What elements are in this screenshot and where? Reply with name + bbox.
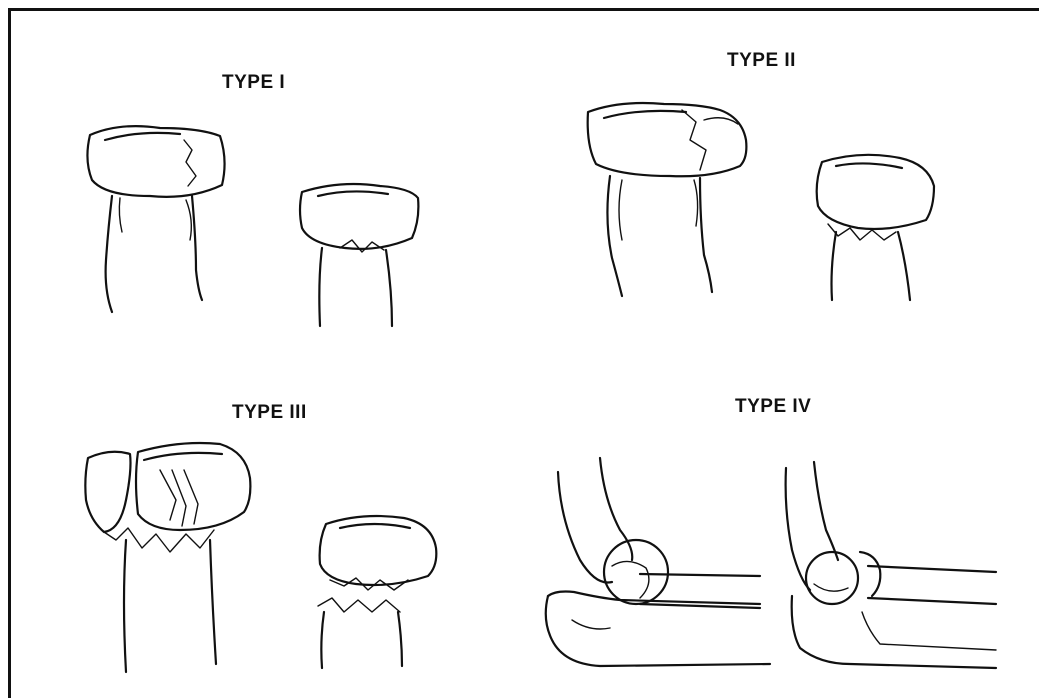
type-iii-intact-head — [318, 516, 436, 668]
type-i-fractured-head — [87, 126, 224, 312]
type-ii-intact-head — [817, 155, 934, 300]
type-iv-elbow-left — [546, 458, 770, 666]
type-ii-fractured-head — [588, 103, 747, 296]
type-iii-comminuted-head — [85, 443, 250, 672]
type-iv-elbow-right — [786, 462, 996, 668]
type-i-intact-head — [300, 184, 418, 326]
